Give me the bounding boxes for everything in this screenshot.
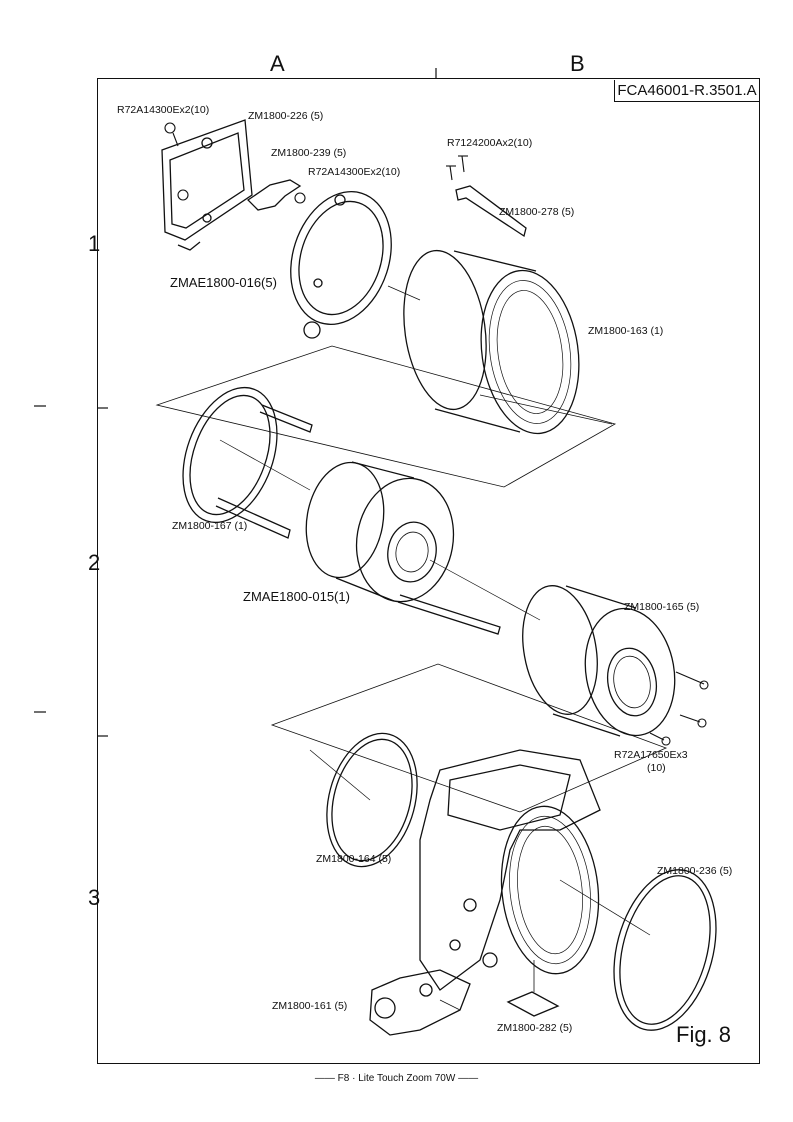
strip-278-part	[455, 185, 527, 238]
screw-a2-icon	[294, 192, 306, 204]
label-screw-c: R72A17650Ex3	[614, 749, 688, 761]
row-label-3: 3	[88, 885, 101, 910]
bracket-239-part	[246, 179, 302, 211]
label-part-239: ZM1800-239 (5)	[271, 147, 347, 159]
label-part-226: ZM1800-226 (5)	[248, 110, 324, 122]
assembly-015-part	[305, 461, 501, 635]
screw-b-icon	[446, 155, 468, 181]
label-assembly-015: ZMAE1800-015(1)	[243, 589, 350, 604]
label-part-282: ZM1800-282 (5)	[497, 1022, 573, 1034]
label-screw-c-qty: (10)	[647, 762, 666, 774]
drawing-frame	[97, 78, 760, 1064]
label-screw-a2: R72A14300Ex2(10)	[308, 166, 401, 178]
motor-unit-161-part	[369, 969, 471, 1036]
page-footer: —— F8 · Lite Touch Zoom 70W ——	[314, 1073, 479, 1084]
document-code: FCA46001-R.3501.A	[614, 80, 759, 102]
section-plane-2	[270, 663, 668, 813]
label-part-163: ZM1800-163 (1)	[588, 325, 664, 337]
barrel-163-part	[403, 249, 580, 435]
column-label-b: B	[570, 51, 585, 76]
label-screw-a1: R72A14300Ex2(10)	[117, 104, 210, 116]
rear-plate-part	[161, 119, 253, 251]
plate-282-part	[506, 991, 560, 1017]
guide-ring-167-part	[182, 386, 313, 539]
label-part-161: ZM1800-161 (5)	[272, 1000, 348, 1012]
column-label-a: A	[270, 51, 285, 76]
ring-assembly-016-part	[290, 190, 392, 339]
label-part-167: ZM1800-167 (1)	[172, 520, 248, 532]
ring-164-part	[326, 732, 418, 868]
label-screw-b: R7124200Ax2(10)	[447, 137, 533, 149]
row-label-2: 2	[88, 550, 101, 575]
screw-c-icon	[649, 671, 709, 746]
label-part-236: ZM1800-236 (5)	[657, 865, 733, 877]
main-body-part	[419, 749, 601, 991]
figure-label: Fig. 8	[676, 1022, 732, 1047]
label-part-278: ZM1800-278 (5)	[499, 206, 575, 218]
row-label-1: 1	[88, 231, 101, 256]
label-assembly-016: ZMAE1800-016(5)	[170, 275, 277, 290]
screw-a1-icon	[164, 122, 189, 201]
section-plane-1	[155, 345, 617, 488]
ring-236-part	[613, 869, 717, 1031]
label-part-164: ZM1800-164 (5)	[316, 853, 392, 865]
label-part-165: ZM1800-165 (5)	[624, 601, 700, 613]
barrel-165-part	[522, 585, 676, 737]
